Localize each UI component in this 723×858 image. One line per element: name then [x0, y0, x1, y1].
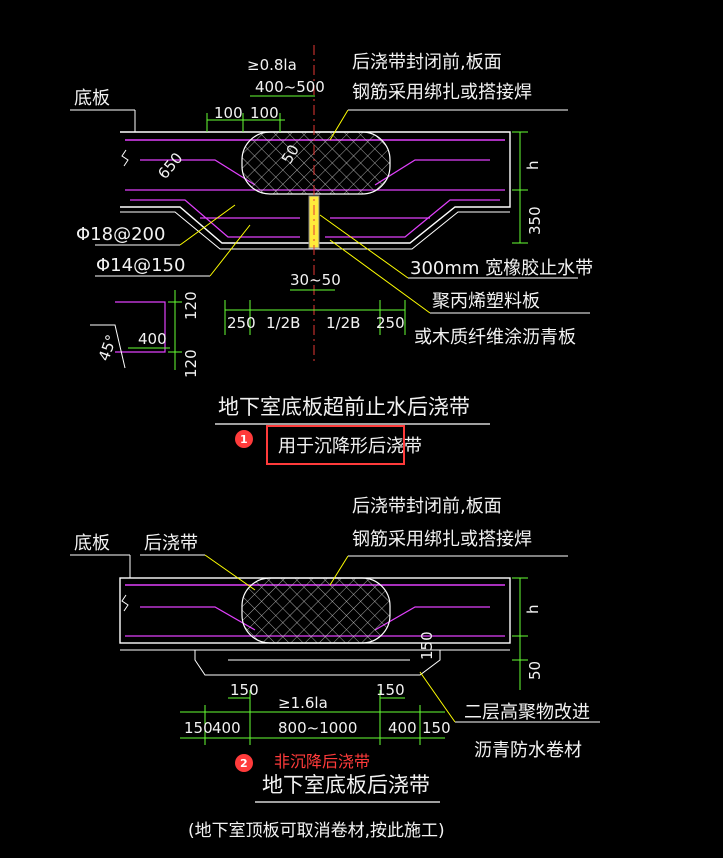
d1-waterstop: 300mm 宽橡胶止水带: [410, 258, 593, 279]
d1-lap-length: ≥0.8la: [247, 56, 297, 74]
slab-1-outline-bottom: [120, 211, 510, 250]
d2-dim-150-b: 150: [376, 681, 405, 699]
d1-rebar-b: Φ14@150: [96, 255, 185, 276]
d2-dim-150-d: 150: [422, 719, 451, 737]
d2-dim-150-a: 150: [230, 681, 259, 699]
d2-membrane-a: 二层高聚物改进: [464, 702, 590, 723]
d2-note-closing: 后浇带封闭前,板面: [352, 496, 502, 517]
d1-dim-half-b-l: 1/2B: [266, 314, 300, 332]
d1-rebar-a: Φ18@200: [76, 224, 165, 245]
d1-dim-250-l: 250: [227, 314, 256, 332]
d1-red-label: 用于沉降形后浇带: [278, 436, 422, 457]
d1-dim-100-b: 100: [250, 104, 279, 122]
d2-label-band: 后浇带: [144, 533, 198, 554]
detail-1: [70, 45, 590, 465]
d2-dim-400-l: 400: [212, 719, 241, 737]
d2-red-label: 非沉降后浇带: [274, 752, 370, 771]
d2-dim-150-c: 150: [184, 719, 213, 737]
d2-lap-length: ≥1.6la: [278, 694, 328, 712]
d2-title: 地下室底板后浇带: [262, 773, 430, 797]
d1-dim-650: 650: [154, 149, 186, 183]
badge-2: [235, 754, 253, 772]
d1-dim-350: 350: [526, 206, 544, 235]
d2-dim-400-r: 400: [388, 719, 417, 737]
d1-dim-h: h: [524, 160, 542, 170]
d2-label-slab: 底板: [74, 533, 110, 554]
d1-lap-range: 400~500: [255, 78, 325, 96]
d1-dim-45: 45°: [95, 332, 121, 363]
d1-note-rebar: 钢筋采用绑扎或搭接焊: [352, 82, 532, 103]
d2-dim-150-v: 150: [418, 631, 436, 660]
d1-dim-half-b-r: 1/2B: [326, 314, 360, 332]
d2-dim-h: h: [524, 604, 542, 614]
d1-dim-100-a: 100: [214, 104, 243, 122]
d2-dim-50-v: 50: [526, 661, 544, 680]
d1-dim-400: 400: [138, 330, 167, 348]
d1-dim-250-r: 250: [376, 314, 405, 332]
pour-band-1: [241, 131, 391, 195]
slab-1-outline: [120, 131, 511, 244]
red-highlight-box-1: [266, 425, 405, 465]
d1-dim-120-b: 120: [182, 349, 200, 378]
d2-badge-number: 2: [240, 757, 248, 770]
d1-title: 地下室底板超前止水后浇带: [218, 395, 470, 419]
d2-note-rebar: 钢筋采用绑扎或搭接焊: [352, 529, 532, 550]
d1-board-b: 或木质纤维涂沥青板: [414, 327, 576, 348]
d1-board-a: 聚丙烯塑料板: [432, 291, 540, 312]
d1-label-slab: 底板: [74, 88, 110, 109]
detail-2: [70, 554, 600, 803]
pour-band-2: [241, 577, 391, 644]
d1-badge-number: 1: [240, 433, 248, 446]
d1-dim-120-a: 120: [182, 291, 200, 320]
badge-1: [235, 430, 253, 448]
d2-subtitle: (地下室顶板可取消卷材,按此施工): [188, 821, 445, 841]
d1-dim-30-50: 30~50: [290, 271, 341, 289]
d2-membrane-b: 沥青防水卷材: [474, 740, 582, 761]
d1-note-closing: 后浇带封闭前,板面: [352, 52, 502, 73]
d2-lap-range: 800~1000: [278, 719, 357, 737]
